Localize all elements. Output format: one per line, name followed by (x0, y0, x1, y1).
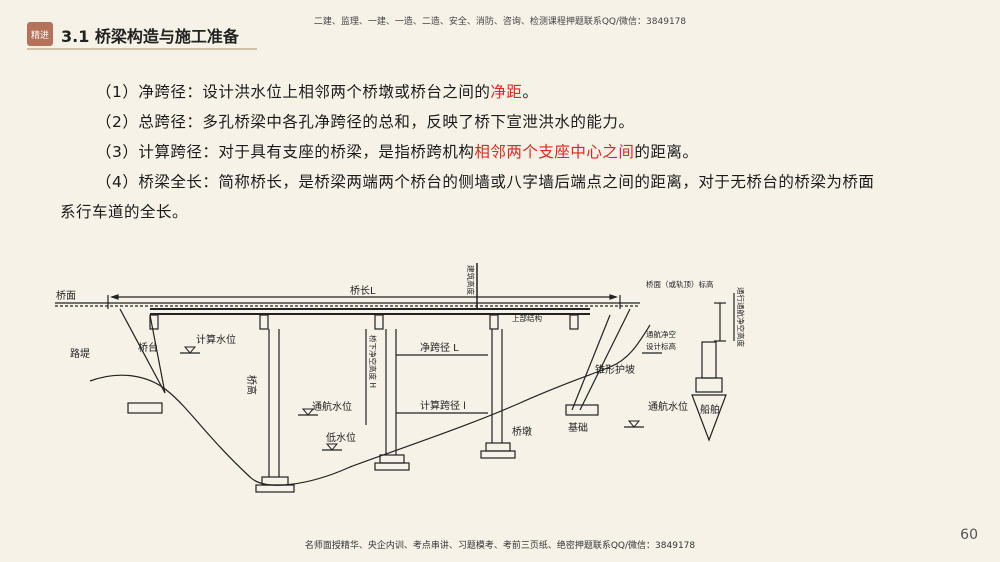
paragraph-calc-span: （3）计算跨径：对于具有支座的桥梁，是指桥跨机构相邻两个支座中心之间的距离。 (60, 137, 960, 167)
text: （3）计算跨径：对于具有支座的桥梁，是指桥跨机构 (96, 143, 475, 161)
label-foundation: 基础 (568, 421, 588, 434)
label-ship: 船舶 (700, 403, 720, 416)
label-under-clearance: 桥下净空高度 H (368, 335, 378, 388)
section-title: 3.1 桥梁构造与施工准备 (61, 27, 239, 46)
top-contact-note: 二建、监理、一建、一造、二造、安全、消防、咨询、检测课程押题联系QQ/微信：38… (313, 17, 687, 27)
paragraph-bridge-length: （4）桥梁全长：简称桥长，是桥梁两端两个桥台的侧墙或八字墙后端点之间的距离，对于… (60, 167, 960, 197)
label-bridge-deck: 桥面 (56, 290, 76, 302)
label-superstructure: 上部结构 (512, 313, 542, 323)
label-embankment: 路堤 (70, 347, 90, 360)
paragraph-bridge-length-cont: 系行车道的全长。 (60, 197, 960, 227)
label-nav-water-level-right: 通航水位 (648, 400, 688, 413)
title-divider (27, 48, 257, 50)
label-low-water-level: 低水位 (326, 431, 356, 444)
bottom-contact-note: 名师面授精华、央企内训、考点串讲、习题模考、考前三页纸、绝密押题联系QQ/微信：… (304, 541, 696, 551)
label-pier-height: 桥高 (245, 375, 258, 395)
label-nav-clearance-height: 通行通航净空高度 (736, 287, 746, 347)
label-pier: 桥墩 (512, 425, 532, 438)
label-cone-slope: 锥形护坡 (595, 363, 635, 376)
text: （1）净跨径：设计洪水位上相邻两个桥墩或桥台之间的 (96, 83, 491, 101)
label-abutment: 桥台 (138, 341, 158, 354)
text: 。 (522, 83, 539, 101)
brand-logo: 精进 (27, 22, 53, 46)
text: 系行车道的全长。 (60, 203, 189, 221)
label-design-elevation: 设计标高 (646, 341, 676, 351)
paragraph-total-span: （2）总跨径：多孔桥梁中各孔净跨径的总和，反映了桥下宣泄洪水的能力。 (60, 107, 960, 137)
bridge-diagram: 桥面 桥长L 桥台 路堤 计算水位 建筑高度 上部结构 净跨径 L 桥下净空高度… (55, 263, 746, 493)
label-nav-water-level-left: 通航水位 (312, 400, 352, 413)
text: （4）桥梁全长：简称桥长，是桥梁两端两个桥台的侧墙或八字墙后端点之间的距离，对于… (96, 173, 875, 191)
label-calc-span: 计算跨径 l (420, 399, 466, 412)
label-net-span: 净跨径 L (420, 341, 459, 354)
label-design-water-level: 计算水位 (196, 333, 236, 346)
label-nav-clearance: 通航净空 (646, 329, 676, 339)
label-building-height: 建筑高度 (466, 265, 476, 295)
page-number: 60 (960, 527, 978, 543)
label-bridge-deck-right: 桥面（或轨顶）标高 (646, 279, 714, 289)
highlight-text: 相邻两个支座中心之间 (474, 143, 635, 161)
text: （2）总跨径：多孔桥梁中各孔净跨径的总和，反映了桥下宣泄洪水的能力。 (96, 113, 635, 131)
paragraph-net-span: （1）净跨径：设计洪水位上相邻两个桥墩或桥台之间的净距。 (60, 77, 960, 107)
highlight-text: 净距 (490, 83, 523, 101)
label-bridge-length: 桥长L (350, 285, 376, 297)
text: 的距离。 (634, 143, 699, 161)
